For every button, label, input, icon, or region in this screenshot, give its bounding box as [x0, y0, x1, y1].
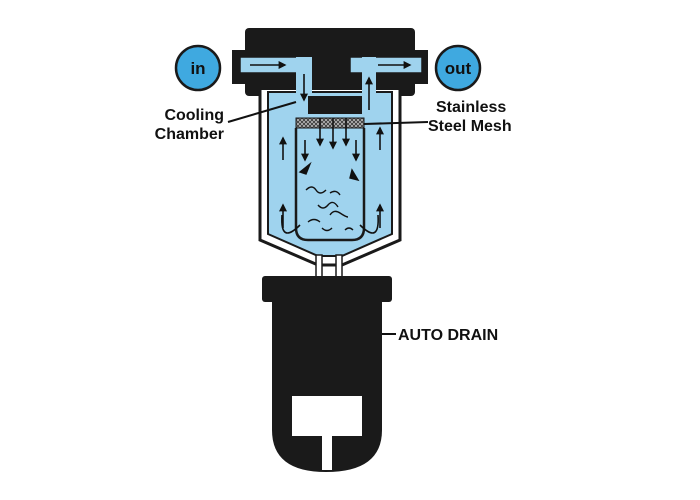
mesh-strip	[295, 117, 365, 129]
auto-drain-label: AUTO DRAIN	[398, 327, 498, 344]
drain-valve-stem	[322, 432, 332, 470]
cooling-chamber-label-line1: Cooling	[164, 107, 224, 124]
inlet-label: in	[190, 59, 205, 78]
mesh-label-line1: Stainless	[436, 99, 506, 116]
drain-window	[292, 396, 362, 436]
swirl-debris	[298, 161, 360, 232]
cooling-chamber-label-line2: Chamber	[155, 126, 224, 143]
cooling-chamber-leader	[227, 101, 297, 123]
mesh-label-line2: Steel Mesh	[428, 118, 512, 135]
mesh-leader	[363, 121, 429, 125]
head-insert	[308, 96, 362, 114]
auto-drain-cap	[262, 276, 392, 302]
flow-arrows	[250, 61, 412, 234]
outlet-label: out	[445, 59, 472, 78]
inlet-badge: in	[174, 44, 222, 92]
cooling-chamber-walls	[294, 128, 366, 242]
outlet-badge: out	[434, 44, 482, 92]
